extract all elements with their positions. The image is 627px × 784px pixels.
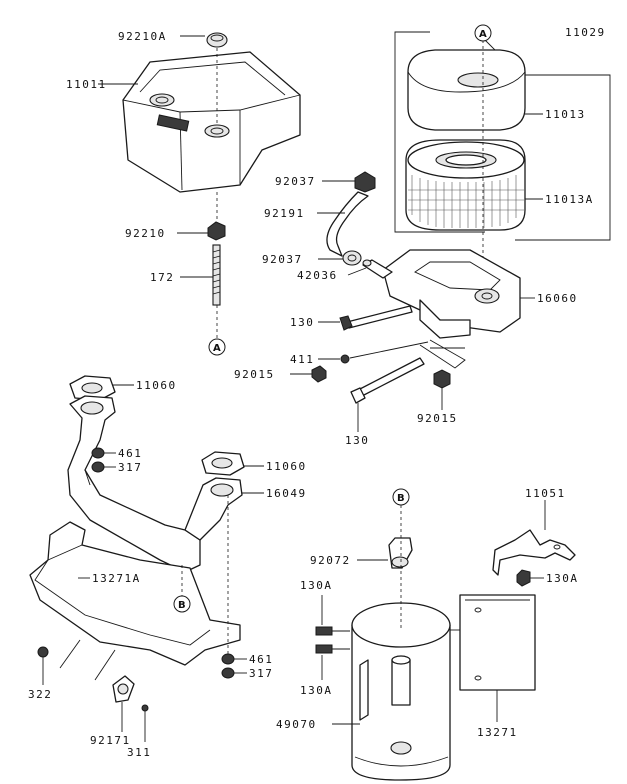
bolt-130A-bracket — [516, 569, 531, 587]
nut-92015-right — [433, 369, 451, 389]
callout-92191: 92191 — [264, 207, 305, 220]
callout-92015-left: 92015 — [234, 368, 275, 381]
callout-317-left: 317 — [118, 461, 142, 474]
clamp-92037-bottom — [342, 250, 362, 266]
callout-11060-right: 11060 — [266, 460, 307, 473]
callout-11011: 11011 — [66, 78, 107, 91]
nut-92015-left — [311, 365, 327, 383]
air-cleaner-cover — [122, 51, 301, 193]
callout-461-left: 461 — [118, 447, 142, 460]
callouts: 92210A 11011 11029 11013 11013A 92037 92… — [28, 26, 606, 759]
stud-172 — [212, 244, 221, 306]
callout-11013: 11013 — [545, 108, 586, 121]
callout-92015-right: 92015 — [417, 412, 458, 425]
svg-text:A: A — [213, 343, 221, 354]
callout-317-right: 317 — [249, 667, 273, 680]
callout-16049: 16049 — [266, 487, 307, 500]
callout-92037-top: 92037 — [275, 175, 316, 188]
callout-92037-bottom: 92037 — [262, 253, 303, 266]
callout-16060: 16060 — [537, 292, 578, 305]
ref-marker-B-right: B — [392, 488, 410, 506]
callout-13271: 13271 — [477, 726, 518, 739]
spark-arrester-92171 — [112, 675, 135, 703]
callout-411: 411 — [290, 353, 314, 366]
washer-411 — [340, 354, 350, 364]
bolt-130-upper — [339, 305, 413, 331]
callout-322: 322 — [28, 688, 52, 701]
callout-130-upper: 130 — [290, 316, 314, 329]
screw-311 — [141, 704, 149, 712]
bracket-11051 — [492, 529, 576, 576]
exhaust-pipe-16049 — [184, 477, 243, 541]
bolts-130A-muffler — [315, 626, 333, 654]
nut-461-right — [221, 653, 235, 665]
callout-461-right: 461 — [249, 653, 273, 666]
nut-461-left — [91, 447, 105, 459]
callout-11051: 11051 — [525, 487, 566, 500]
callout-130-lower: 130 — [345, 434, 369, 447]
pre-cleaner-11013 — [407, 49, 526, 131]
callout-92210: 92210 — [125, 227, 166, 240]
nut-92210 — [207, 221, 226, 241]
callout-11013A: 11013A — [545, 193, 594, 206]
washer-317-right — [221, 667, 235, 679]
muffler-49070 — [351, 602, 451, 781]
callout-130A-bottom: 130A — [300, 684, 333, 697]
clamp-92037-top — [354, 171, 376, 193]
breather-hose-92191 — [326, 191, 369, 257]
base-plate-16060 — [382, 249, 521, 369]
callout-92210A: 92210A — [118, 30, 167, 43]
svg-text:A: A — [479, 29, 487, 40]
ref-marker-B-left: B — [173, 595, 191, 613]
gasket-11060-right — [201, 451, 245, 476]
callout-130A-bracket: 130A — [546, 572, 579, 585]
svg-text:B: B — [178, 600, 186, 611]
callout-11060-left: 11060 — [136, 379, 177, 392]
callout-11029: 11029 — [565, 26, 606, 39]
element-11013A — [405, 139, 526, 231]
pipe-42036 — [362, 259, 393, 279]
callout-92171: 92171 — [90, 734, 131, 747]
gasket-11060-left — [69, 375, 116, 401]
svg-text:B: B — [397, 493, 405, 504]
callout-13271A: 13271A — [92, 572, 141, 585]
washer-317-left — [91, 461, 105, 473]
callout-311: 311 — [127, 746, 151, 759]
callout-172: 172 — [150, 271, 174, 284]
callout-130A-top: 130A — [300, 579, 333, 592]
heat-shield-13271A — [29, 521, 241, 681]
callout-49070: 49070 — [276, 718, 317, 731]
guard-13271 — [459, 594, 536, 691]
wing-nut-92210A — [206, 32, 228, 48]
exhaust-pipe-left — [67, 395, 201, 573]
elbow-92072 — [388, 537, 413, 569]
ref-marker-A-top: A — [474, 24, 492, 42]
ref-marker-A-bottom: A — [208, 338, 226, 356]
callout-92072: 92072 — [310, 554, 351, 567]
bolt-322 — [37, 646, 49, 658]
callout-42036: 42036 — [297, 269, 338, 282]
bolt-130-lower — [350, 357, 425, 404]
